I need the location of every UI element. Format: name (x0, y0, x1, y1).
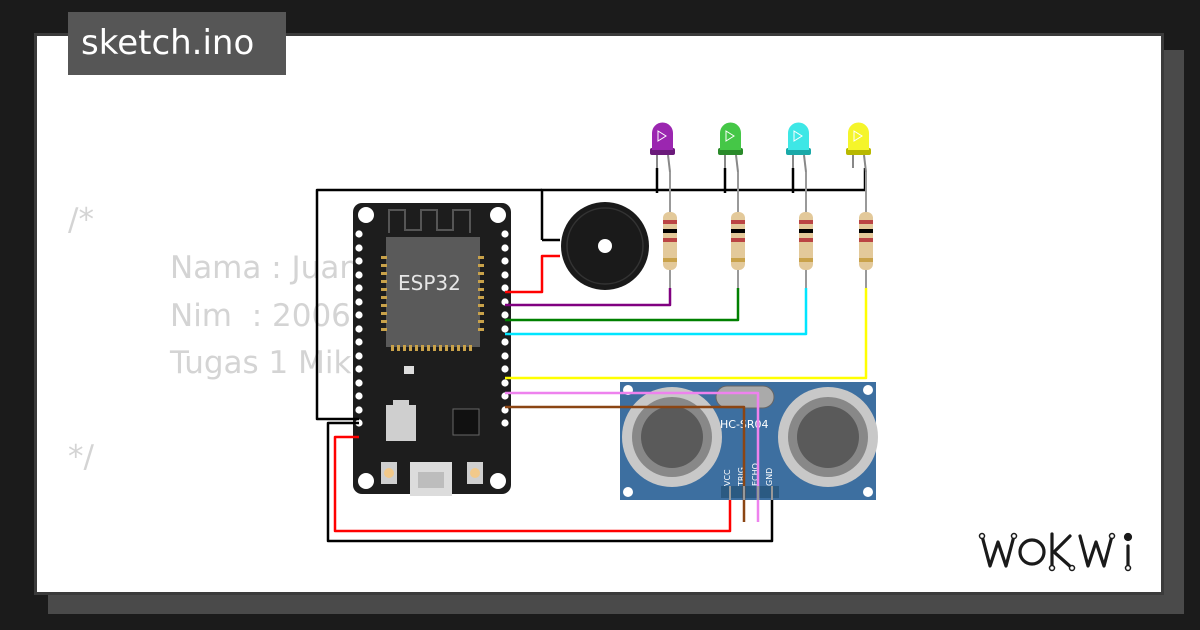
esp32-label: ESP32 (398, 271, 461, 295)
led-yellow (846, 122, 871, 173)
wire-buzzer-red (505, 254, 560, 294)
sensor-pin-vcc: VCC (723, 469, 732, 486)
sensor-pin-echo: ECHO (751, 463, 760, 486)
buzzer (561, 202, 649, 290)
wire-led-green (505, 288, 740, 322)
wire-trig-violet (505, 391, 760, 522)
code-line-name: Nama : Juan (170, 250, 359, 286)
wire-led-purple (505, 288, 672, 307)
sensor-pin-gnd: GND (765, 468, 774, 486)
wire-gnd-black (315, 188, 542, 421)
resistor-3 (799, 212, 813, 270)
sensor-pin-trig: TRIG (737, 467, 746, 487)
wire-gnd-black-2 (326, 421, 774, 543)
resistor-4 (859, 212, 873, 270)
wire-led-yellow (505, 288, 868, 380)
hc-sr04-sensor (620, 382, 878, 500)
esp32-board (353, 203, 511, 496)
wokwi-logo-icon (978, 532, 1133, 572)
resistor-1 (663, 212, 677, 270)
led-cyan (786, 122, 811, 173)
code-comment-open: /* (68, 202, 94, 238)
wire-led-cyan (505, 288, 808, 336)
wire-echo-brown (505, 405, 746, 522)
code-comment-close: */ (68, 439, 94, 475)
led-purple (650, 122, 675, 173)
resistor-2 (731, 212, 745, 270)
led-green (718, 122, 743, 173)
code-line-task: Tugas 1 Mik (170, 345, 352, 381)
wire-vcc-red (333, 435, 732, 533)
file-tab[interactable]: sketch.ino (68, 12, 286, 75)
diagram-card (34, 33, 1164, 595)
